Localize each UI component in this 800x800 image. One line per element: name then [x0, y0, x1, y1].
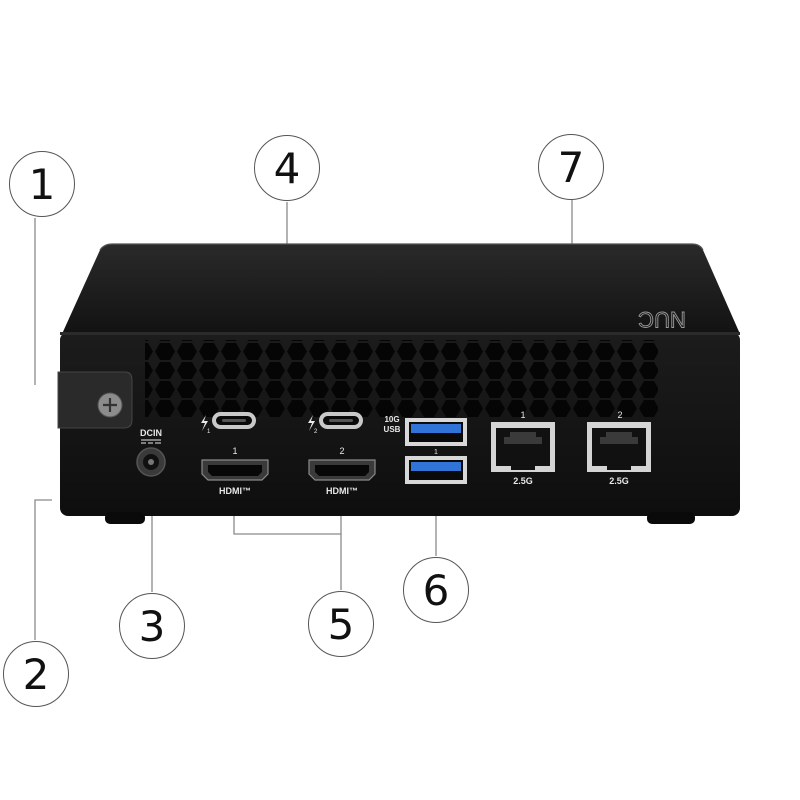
dc-in-port: DCIN — [136, 428, 166, 477]
hdmi-port-1: 1 HDMI™ — [201, 446, 269, 496]
thunderbolt-icon — [308, 415, 315, 431]
svg-text:1: 1 — [434, 449, 438, 456]
callout-1: 1 — [9, 151, 75, 217]
callout-3: 3 — [119, 593, 185, 659]
svg-text:HDMI™: HDMI™ — [219, 486, 251, 496]
nuc-logo: NUC — [638, 307, 687, 333]
lan-port-1: 1 2.5G — [491, 410, 555, 486]
svg-text:2: 2 — [314, 429, 318, 435]
dc-in-label: DCIN — [140, 428, 162, 438]
svg-text:2: 2 — [339, 446, 344, 456]
hdmi-port-2: 2 HDMI™ — [308, 446, 376, 496]
svg-text:10G: 10G — [384, 415, 399, 424]
callout-7: 7 — [538, 134, 604, 200]
svg-text:USB: USB — [384, 425, 401, 434]
foot-right — [647, 512, 695, 524]
thunderbolt-icon — [201, 415, 208, 431]
nuc-logo-text: NUC — [638, 307, 686, 332]
thunderbolt-port-1: 1 — [201, 412, 256, 435]
svg-text:HDMI™: HDMI™ — [326, 486, 358, 496]
svg-text:1: 1 — [520, 410, 525, 420]
svg-text:2.5G: 2.5G — [513, 476, 533, 486]
callout-2: 2 — [3, 641, 69, 707]
svg-text:1: 1 — [232, 446, 237, 456]
security-lock-bracket — [57, 371, 133, 429]
vent-grille — [145, 340, 658, 418]
callout-4: 4 — [254, 135, 320, 201]
callout-5: 5 — [308, 591, 374, 657]
chassis-top — [62, 244, 740, 334]
callout-6: 6 — [403, 557, 469, 623]
usb-a-ports: 10G USB 1 — [384, 415, 467, 484]
foot-left — [105, 512, 145, 524]
svg-text:2.5G: 2.5G — [609, 476, 629, 486]
svg-text:2: 2 — [617, 410, 622, 420]
thunderbolt-port-2: 2 — [308, 412, 363, 435]
lan-port-2: 2 2.5G — [587, 410, 651, 486]
svg-text:1: 1 — [207, 429, 211, 435]
